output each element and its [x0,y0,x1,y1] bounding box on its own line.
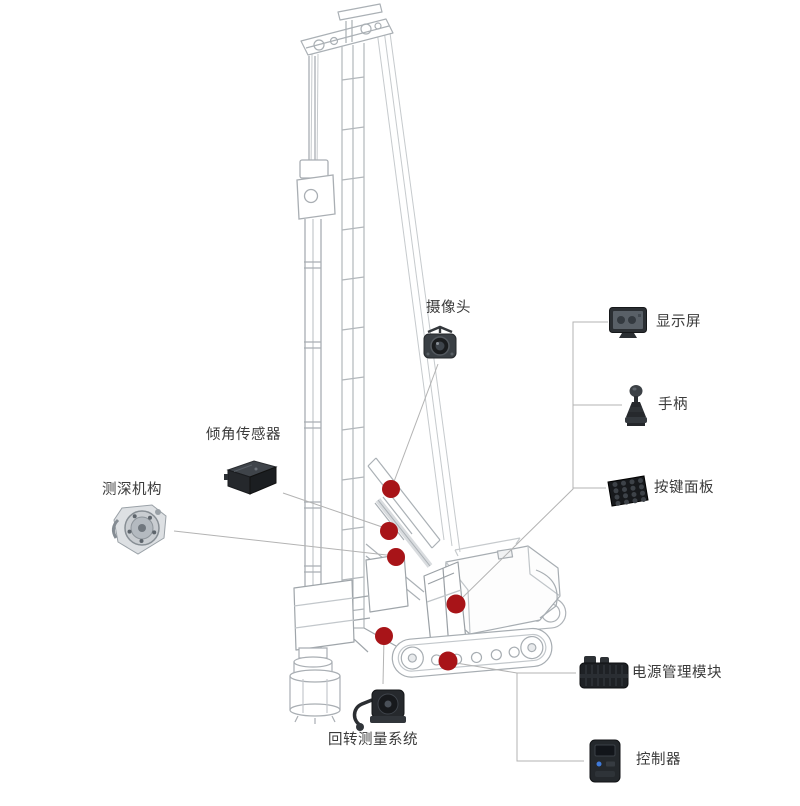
label-tilt-sensor: 倾角传感器 [206,427,281,443]
callout-rotation-system [382,637,385,685]
icon-depth-mechanism [108,502,172,558]
icon-controller [586,738,624,784]
luffing-mechanism [365,457,441,601]
monitor-icon [609,307,647,338]
icon-power-module [578,652,630,692]
callout-lines [173,321,622,762]
drill-bucket [289,647,341,724]
icon-joystick [624,384,648,428]
callout-depth-mechanism [173,530,396,557]
mast [341,43,365,629]
callout-tilt-sensor [282,492,389,530]
depth-pulley-icon [111,504,167,555]
marker-power-controller [438,651,458,671]
icon-camera [418,324,462,364]
crown-pulley-assembly [300,3,394,56]
marker-depth-mechanism [387,548,405,566]
tilt-sensor-icon [224,460,278,495]
label-keypad: 按键面板 [654,480,714,496]
machine-body [443,537,561,635]
icon-tilt-sensor [222,454,280,498]
label-camera: 摄像头 [426,300,471,316]
label-controller: 控制器 [636,752,681,768]
label-rotation-system: 回转测量系统 [328,732,418,748]
label-display: 显示屏 [656,314,701,330]
near-crawler-track [391,627,553,678]
mast-foot-and-rotary-drive [293,553,409,653]
marker-tilt-sensor [380,522,398,540]
keypad-icon [607,475,649,507]
marker-rotation-system [375,627,393,645]
joystick-icon [625,385,647,426]
label-joystick: 手柄 [658,397,688,413]
mast-cables [310,29,461,553]
rotary-encoder-icon [352,689,406,731]
power-module-icon [579,656,629,689]
location-markers [375,480,466,671]
controller-icon [589,739,621,783]
label-power-module: 电源管理模块 [632,665,722,681]
kelly-bar [296,56,336,648]
marker-cab-controls [446,594,466,614]
icon-keypad [604,470,650,510]
camera-icon [423,325,457,359]
marker-camera [382,480,400,498]
callout-camera [391,363,439,488]
callout-power-controller [516,672,584,762]
icon-rotation-system [348,682,414,732]
label-depth-mechanism: 测深机构 [102,482,162,498]
icon-display [608,306,648,340]
callout-power-diagonal [449,661,518,674]
